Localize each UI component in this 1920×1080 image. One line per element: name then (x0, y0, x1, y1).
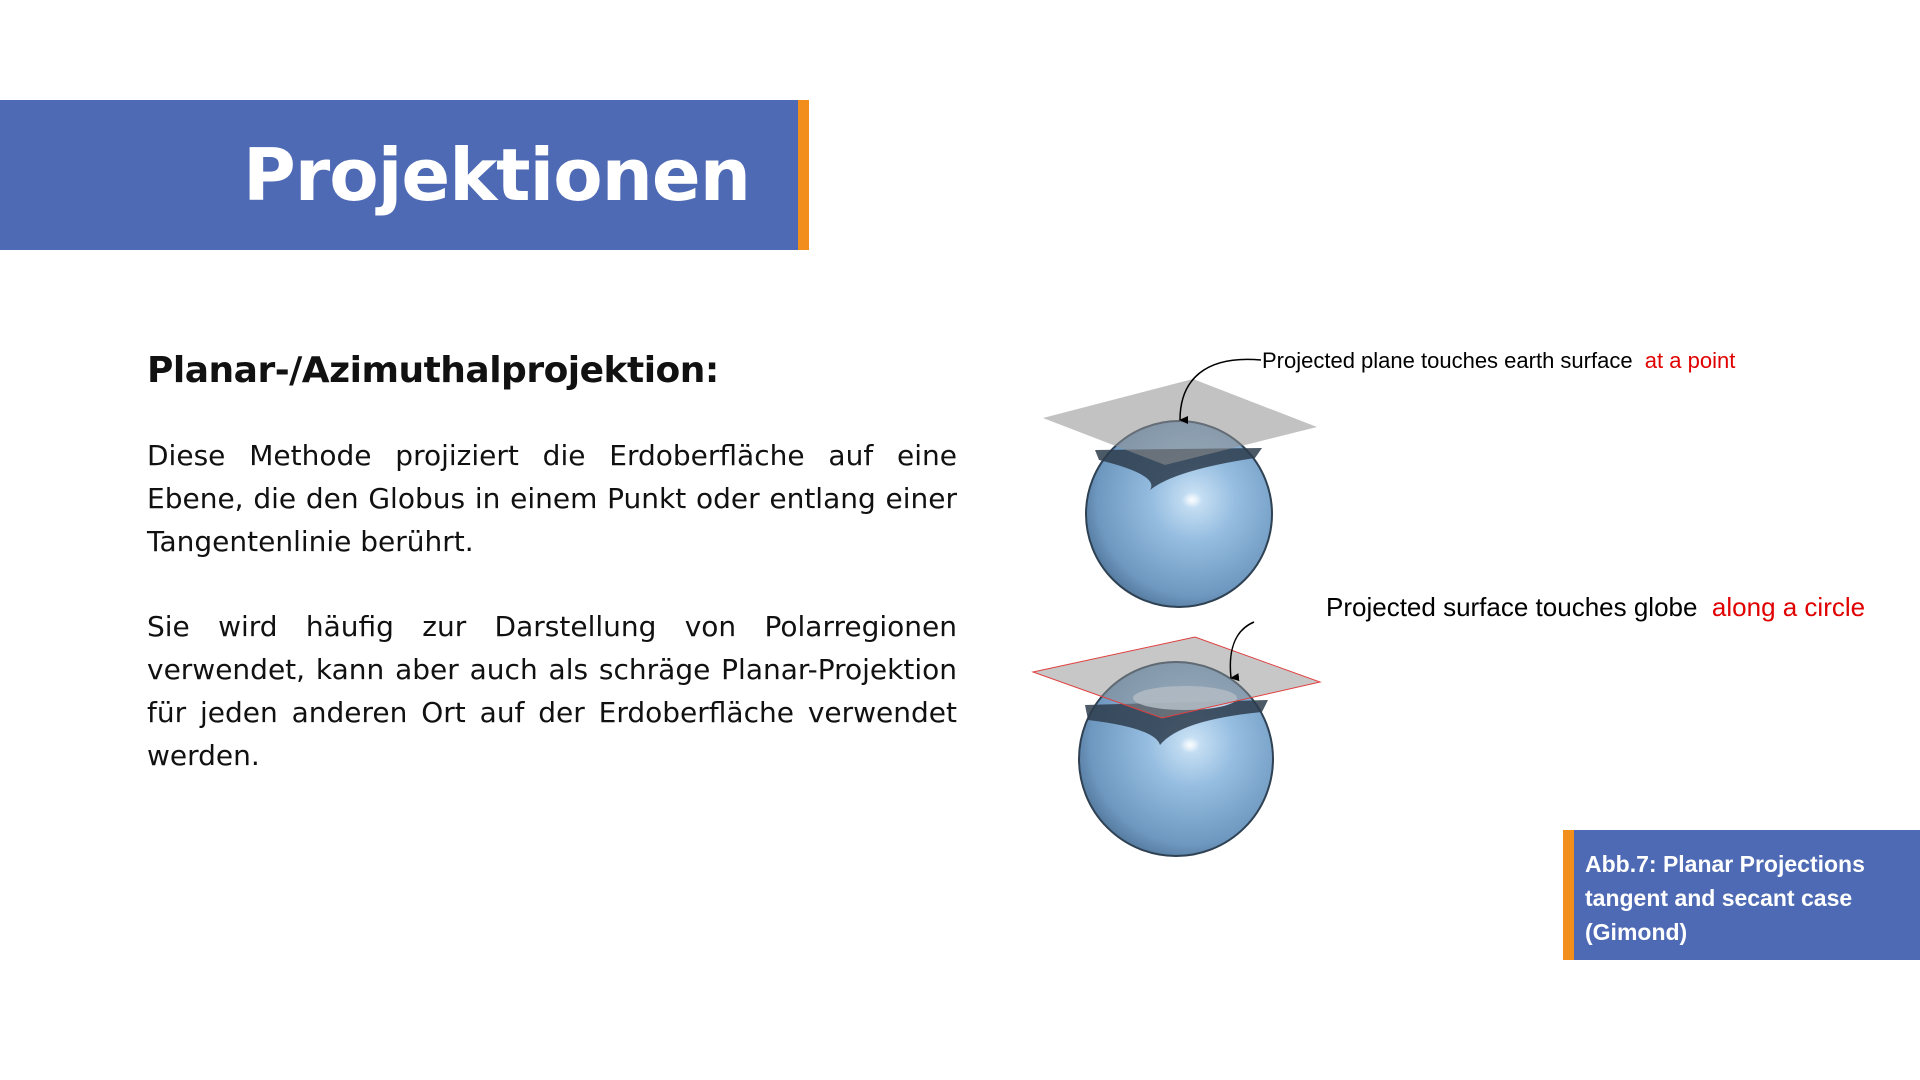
secant-pointer-arrow (1229, 621, 1255, 682)
tangent-label-text: Projected plane touches earth surface (1262, 348, 1633, 373)
caption-line: (Gimond) (1585, 919, 1688, 945)
tangent-label: Projected plane touches earth surface at… (1262, 348, 1735, 374)
title-accent-bar (798, 100, 809, 250)
tangent-globe (1085, 420, 1273, 608)
secant-label: Projected surface touches globe along a … (1326, 592, 1920, 623)
secant-plane (1031, 636, 1322, 719)
figure-caption: Abb.7: Planar Projections tangent and se… (1585, 847, 1915, 949)
page-title: Projektionen (242, 133, 751, 217)
secant-label-highlight: along a circle (1711, 592, 1866, 622)
figure-caption-box (1563, 830, 1920, 960)
caption-line: Abb.7: Planar Projections (1585, 851, 1865, 877)
tangent-pointer-arrow (1179, 358, 1262, 425)
body-paragraph: Sie wird häufig zur Darstellung von Pola… (147, 610, 957, 772)
secant-label-text: Projected surface touches globe (1326, 592, 1698, 622)
caption-accent-bar (1563, 830, 1574, 960)
tangent-label-highlight: at a point (1644, 348, 1736, 373)
body-paragraph: Diese Methode projiziert die Erdoberfläc… (147, 439, 957, 558)
title-banner (0, 100, 798, 250)
tangent-plane (1043, 379, 1317, 465)
caption-line: tangent and secant case (1585, 885, 1853, 911)
section-heading: Planar-/Azimuthalprojektion: (147, 350, 719, 391)
